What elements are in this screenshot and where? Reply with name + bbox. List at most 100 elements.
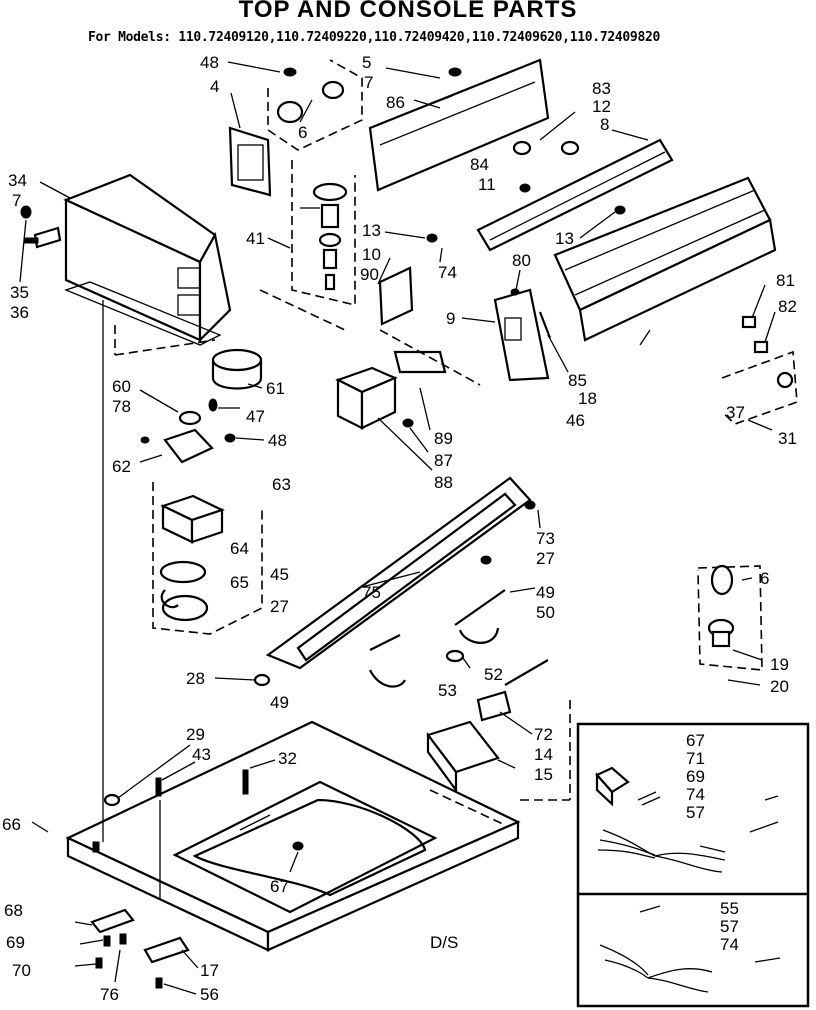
callout-69: 74 — [720, 935, 739, 954]
timer-knob — [707, 564, 735, 648]
callout-45: 45 — [270, 565, 289, 584]
callout-67: 71 — [686, 749, 705, 768]
callout-60: 60 — [112, 377, 131, 396]
group-box-switch — [291, 160, 356, 307]
guide-lines — [102, 289, 571, 900]
callout-83: 83 — [592, 79, 611, 98]
callout-49: 49 — [536, 583, 555, 602]
callout-67: 55 — [720, 899, 739, 918]
wiring-harness-inset: 67 71 69 74 57 55 57 74 — [576, 722, 810, 1008]
callout-86: 86 — [386, 93, 405, 112]
callout-6: 6 — [298, 123, 307, 142]
group-box-bracket-37 — [721, 350, 798, 425]
callout-78: 78 — [112, 397, 131, 416]
switch-assembly — [312, 182, 348, 291]
group-box-control-knob — [267, 59, 363, 151]
callout-74: 69 — [6, 933, 25, 952]
callout-5: 5 — [362, 53, 371, 72]
console-rail-upper — [476, 138, 674, 252]
callout-75: 75 — [362, 583, 381, 602]
control-housing — [63, 173, 232, 346]
hinge-bracket — [393, 350, 447, 374]
callout-82: 82 — [778, 297, 797, 316]
callout-12: 12 — [592, 97, 611, 116]
bracket-62 — [163, 410, 214, 464]
callout-7: 7 — [364, 73, 373, 92]
callout-74: 56 — [200, 985, 219, 1004]
mounting-bracket-4 — [228, 126, 272, 197]
callout-76: 67 — [270, 877, 289, 896]
lid-switch-cup — [211, 348, 263, 390]
callout-48: 48 — [200, 53, 219, 72]
callout-35: 35 — [10, 283, 29, 302]
callout-50: 50 — [536, 603, 555, 622]
callout-28: 28 — [186, 669, 205, 688]
callout-27: 27 — [270, 597, 289, 616]
callout-80: 80 — [512, 251, 531, 270]
callout-47: 47 — [246, 407, 265, 426]
callout-10: 10 — [362, 245, 381, 264]
callout-74: 74 — [438, 263, 457, 282]
callout-14: 14 — [534, 745, 553, 764]
callout-81: 81 — [776, 271, 795, 290]
callout-48: 48 — [268, 431, 287, 450]
callout-71: 57 — [720, 917, 739, 936]
callout-20: 20 — [770, 677, 789, 696]
callout-87: 87 — [434, 451, 453, 470]
control-knob — [276, 80, 345, 124]
callout-90: 90 — [360, 265, 379, 284]
callout-88: 88 — [434, 473, 453, 492]
model-numbers: For Models: 110.72409120,110.72409220,11… — [88, 30, 661, 45]
water-level-switch — [493, 288, 550, 382]
leader-lines — [19, 61, 776, 995]
callout-34: 34 — [8, 171, 27, 190]
callout-72: 72 — [534, 725, 553, 744]
callout-31: 31 — [778, 429, 797, 448]
timer-motor — [159, 494, 225, 622]
callout-15: 15 — [534, 765, 553, 784]
callout-63: 63 — [272, 475, 291, 494]
drawing-note: D/S — [430, 933, 458, 952]
group-box-timer-knob — [697, 565, 763, 671]
callout-29: 29 — [186, 725, 205, 744]
callout-66: 67 — [686, 731, 705, 750]
console-back-panel — [368, 58, 550, 192]
callout-53: 53 — [438, 681, 457, 700]
callout-84: 84 — [470, 155, 489, 174]
callout-69: 74 — [686, 785, 705, 804]
screws — [20, 67, 626, 989]
callout-7: 7 — [12, 191, 21, 210]
callout-11: 11 — [478, 175, 496, 194]
callout-57: 70 — [12, 961, 31, 980]
console-front-panel — [553, 176, 777, 342]
callout-55: 17 — [200, 961, 219, 980]
page-title: TOP AND CONSOLE PARTS — [238, 0, 578, 23]
callout-32: 32 — [278, 749, 297, 768]
callout-61: 61 — [266, 379, 285, 398]
callout-4: 4 — [210, 77, 219, 96]
callout-57: 76 — [100, 985, 119, 1004]
callout-46: 46 — [566, 411, 585, 430]
callout-18: 18 — [578, 389, 597, 408]
callout-56: 68 — [4, 901, 23, 920]
callout-43: 43 — [192, 745, 211, 764]
lid-hinge-parts — [253, 589, 506, 688]
lid-frame — [265, 476, 532, 670]
callout-13: 13 — [555, 229, 574, 248]
callout-64: 64 — [230, 539, 249, 558]
callout-89: 89 — [434, 429, 453, 448]
callout-8: 8 — [600, 115, 609, 134]
callout-41: 41 — [246, 229, 265, 248]
callout-62: 62 — [112, 457, 131, 476]
callout-6: 6 — [760, 569, 769, 588]
mounting-clips — [741, 315, 794, 389]
callout-70: 57 — [686, 803, 705, 822]
callout-37: 37 — [726, 403, 745, 422]
callout-85: 85 — [568, 371, 587, 390]
callout-73: 73 — [536, 529, 555, 548]
timer-plate — [378, 266, 414, 326]
callout-36: 36 — [10, 303, 29, 322]
callout-17: 66 — [2, 815, 21, 834]
callout-labels: 48 5 7 4 86 6 83 12 8 34 7 84 11 41 13 1… — [2, 53, 797, 1004]
